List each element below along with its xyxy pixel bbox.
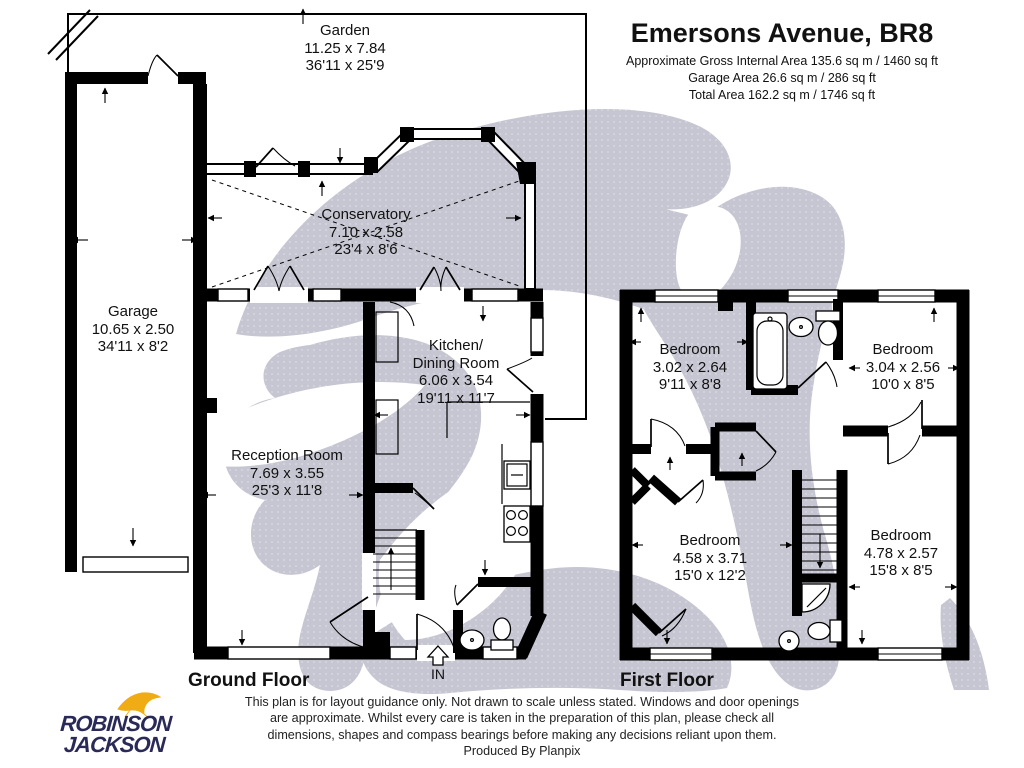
room-dims-metric: 4.78 x 2.57 (863, 544, 939, 562)
bathroom-toilet-icon (815, 310, 841, 346)
room-name: Conservatory (321, 206, 411, 223)
kitchen-sink-icon (503, 460, 531, 490)
room-dims-imperial: 15'8 x 8'5 (869, 562, 933, 579)
planpix-watermark (170, 109, 989, 695)
room-dims-metric: 4.58 x 3.71 (672, 549, 748, 567)
room-dims-metric: 7.10 x 2.58 (328, 223, 404, 241)
conservatory-structure (205, 127, 536, 290)
ground-floor-title: Ground Floor (188, 670, 310, 691)
room-name: Kitchen/ (428, 337, 484, 354)
wc-basin-icon (459, 629, 485, 651)
entrance-in-arrow (426, 645, 450, 666)
room-name: Bedroom (679, 532, 741, 549)
room-dims-metric: 7.69 x 3.55 (249, 464, 325, 482)
area-summary: Approximate Gross Internal Area 135.6 sq… (572, 53, 992, 104)
garden-boundary (47, 9, 587, 420)
room-name: Bedroom (659, 341, 721, 358)
ground-interior-walls (329, 302, 537, 653)
room-dims-metric: 6.06 x 3.54 (418, 372, 494, 389)
room-dims-metric: 3.04 x 2.56 (865, 358, 941, 376)
entrance-in-label: IN (431, 666, 445, 682)
garden-label: Garden 11.25 x 7.84 36'11 x 25'9 (304, 22, 385, 75)
logo-line2: JACKSON (63, 732, 166, 757)
garage-label: Garage 10.65 x 2.50 34'11 x 8'2 (92, 303, 175, 356)
bedroom1-label: Bedroom 3.02 x 2.64 9'11 x 8'8 (653, 341, 727, 394)
ground-dimension-arrows (71, 8, 531, 646)
garage-door (82, 556, 189, 573)
room-dims-metric: 3.02 x 2.64 (652, 358, 728, 376)
room-name: Bedroom (872, 341, 934, 358)
bedroom2-label: Bedroom 3.04 x 2.56 10'0 x 8'5 (866, 341, 940, 394)
room-dims-imperial: 25'3 x 11'8 (251, 482, 323, 499)
room-name: Dining Room (412, 354, 500, 372)
first-dimension-arrows (629, 307, 960, 645)
first-outer-walls (619, 289, 970, 661)
room-dims-imperial: 10'0 x 8'5 (871, 376, 935, 393)
produced-by: Produced By Planpix (463, 743, 581, 758)
room-dims-imperial: 36'11 x 25'9 (305, 57, 385, 74)
bedroom4-label: Bedroom 4.78 x 2.57 15'8 x 8'5 (864, 527, 938, 580)
disclaimer: This plan is for layout guidance only. N… (182, 694, 862, 759)
wc-toilet-icon (490, 617, 514, 651)
reception-label: Reception Room 7.69 x 3.55 25'3 x 11'8 (231, 447, 343, 500)
bath-icon (752, 312, 788, 390)
disclaimer-line: dimensions, shapes and compass bearings … (267, 727, 777, 742)
room-dims-metric: 10.65 x 2.50 (91, 320, 175, 338)
room-dims-imperial: 15'0 x 12'2 (674, 567, 746, 584)
disclaimer-line: are approximate. Whilst every care is ta… (269, 711, 774, 726)
room-dims-imperial: 19'11 x 11'7 (417, 389, 495, 407)
ground-stairs (371, 529, 417, 595)
first-floor-title: First Floor (620, 670, 714, 691)
page-title: Emersons Avenue, BR8 (630, 18, 934, 48)
room-dims-imperial: 23'4 x 8'6 (334, 241, 398, 258)
first-floor-plan (619, 289, 970, 661)
room-name: Bedroom (870, 527, 932, 544)
shower-icon (801, 583, 831, 613)
garage-area: Garage Area 26.6 sq m / 286 sq ft (688, 71, 876, 85)
room-dims-imperial: 34'11 x 8'2 (97, 338, 169, 355)
swallow-bird-icon (117, 692, 162, 718)
shower-toilet-icon (807, 619, 843, 643)
first-stairs (802, 479, 837, 571)
garage-walls (65, 54, 206, 573)
room-dims-metric: 11.25 x 7.84 (304, 39, 386, 57)
kitchen-label: Kitchen/ Dining Room 6.06 x 3.54 19'11 x… (413, 337, 500, 407)
room-name: Garden (319, 22, 371, 39)
disclaimer-line: This plan is for layout guidance only. N… (244, 695, 800, 709)
conservatory-label: Conservatory 7.10 x 2.58 23'4 x 8'6 (321, 206, 410, 259)
total-area: Total Area 162.2 sq m / 1746 sq ft (688, 88, 876, 102)
room-dims-imperial: 9'11 x 8'8 (658, 376, 722, 393)
bathroom-basin-icon (788, 316, 814, 338)
gross-internal-area: Approximate Gross Internal Area 135.6 sq… (626, 54, 938, 68)
house-outer-walls (194, 265, 547, 661)
shower-basin-icon (778, 630, 800, 652)
stove-icon (503, 505, 531, 543)
robinson-jackson-logo: ROBINSON JACKSON (50, 692, 180, 762)
logo-line1: ROBINSON (59, 711, 172, 736)
bedroom3-label: Bedroom 4.58 x 3.71 15'0 x 12'2 (673, 532, 747, 585)
bathroom-walls (746, 299, 843, 395)
room-name: Reception Room (231, 447, 343, 464)
ground-floor-plan (47, 8, 587, 666)
room-name: Garage (107, 303, 159, 320)
